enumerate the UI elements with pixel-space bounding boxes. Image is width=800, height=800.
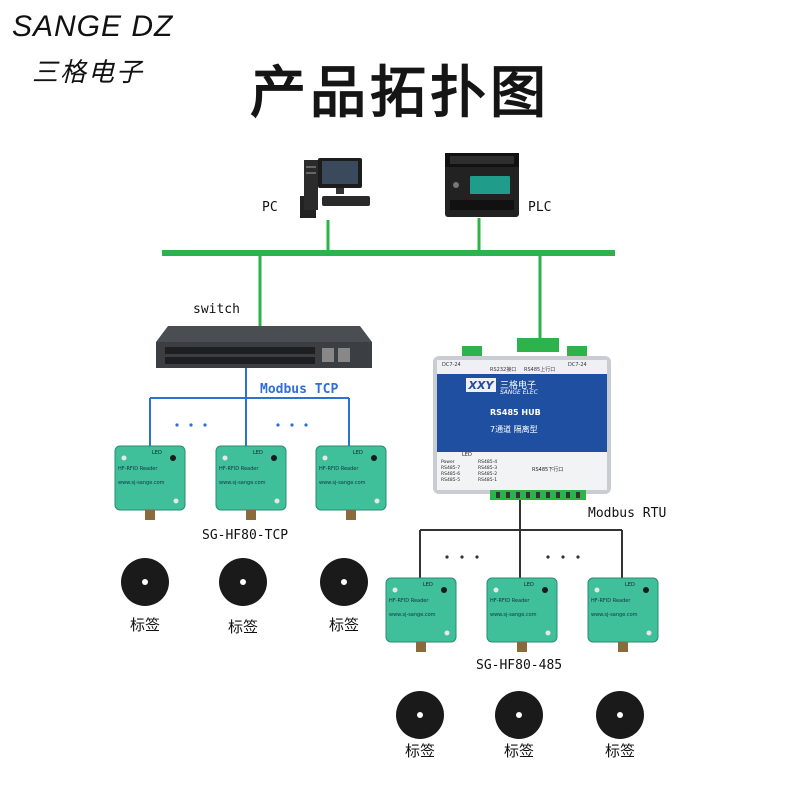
reader-led-label: LED (423, 582, 433, 588)
reader-led-label: LED (353, 450, 363, 456)
switch-device (156, 326, 372, 368)
tcp-ellipsis-left (175, 423, 207, 427)
hub-channels: 7通道 隔离型 (490, 425, 538, 434)
reader-subtitle: www.sj-sange.com (219, 480, 266, 486)
tag-label: 标签 (404, 742, 435, 760)
rfid-tag-2 (219, 558, 267, 606)
hub-name: RS485 HUB (490, 408, 541, 417)
reader-led-label: LED (625, 582, 635, 588)
reader-led-label: LED (524, 582, 534, 588)
page-title: 产品拓扑图 (250, 61, 550, 126)
reader-led-label: LED (152, 450, 162, 456)
reader-subtitle: www.sj-sange.com (591, 612, 638, 618)
reader-title: HF-RFID Reader (319, 466, 359, 472)
switch-label: switch (193, 302, 240, 317)
tag-label: 标签 (503, 742, 534, 760)
pc-label: PC (262, 200, 278, 215)
hub-logo-en: SANGE ELEC (500, 389, 538, 396)
rfid-tag-5 (495, 691, 543, 739)
pc-icon (300, 158, 370, 218)
hub-ports-label: RS485下行口 (532, 467, 564, 473)
hub-dc-left: DC7-24 (442, 362, 461, 368)
reader-title: HF-RFID Reader (490, 598, 530, 604)
reader-title: HF-RFID Reader (389, 598, 429, 604)
plc-label: PLC (528, 200, 552, 215)
rfid-tag-6 (596, 691, 644, 739)
reader-title: HF-RFID Reader (591, 598, 631, 604)
reader-tcp-3 (315, 445, 387, 520)
tag-label: 标签 (328, 616, 359, 634)
rfid-tag-4 (396, 691, 444, 739)
reader-tcp-1 (114, 445, 186, 520)
rs485-reader-model: SG-HF80-485 (476, 658, 563, 673)
brand-name: SANGE DZ (12, 10, 174, 43)
reader-subtitle: www.sj-sange.com (319, 480, 366, 486)
modbus-rtu-links (419, 500, 623, 580)
modbus-tcp-links (149, 368, 350, 448)
reader-led-label: LED (253, 450, 263, 456)
tag-label: 标签 (227, 618, 258, 636)
tcp-ellipsis-right (276, 423, 308, 427)
tag-label: 标签 (129, 616, 160, 634)
rs485-hub: XXY (433, 338, 611, 500)
reader-subtitle: www.sj-sange.com (490, 612, 537, 618)
reader-tcp-3-face: HF-RFID Reader www.sj-sange.com (319, 466, 383, 486)
hub-rs232-label: RS232接口 (490, 367, 517, 373)
brand-chinese-name: 三格电子 (32, 58, 145, 88)
rtu-ellipsis-left (445, 555, 479, 559)
modbus-tcp-label: Modbus TCP (260, 382, 339, 397)
rfid-tag-1 (121, 558, 169, 606)
reader-tcp-2 (215, 445, 287, 520)
plc-icon (445, 153, 519, 217)
hub-led-label: LED (462, 452, 472, 458)
reader-485-1-face: HF-RFID Reader www.sj-sange.com (389, 598, 453, 618)
hub-dc-right: DC7-24 (568, 362, 587, 368)
reader-tcp-1-face: HF-RFID Reader www.sj-sange.com (118, 466, 182, 486)
reader-485-3 (587, 577, 659, 652)
reader-subtitle: www.sj-sange.com (389, 612, 436, 618)
svg-text:XXY: XXY (468, 379, 495, 392)
hub-upstream-label: RS485上行口 (524, 367, 556, 373)
reader-485-3-face: HF-RFID Reader www.sj-sange.com (591, 598, 655, 618)
reader-title: HF-RFID Reader (219, 466, 259, 472)
hub-logo-cn: 三格电子 (500, 381, 537, 391)
reader-tcp-2-face: HF-RFID Reader www.sj-sange.com (219, 466, 283, 486)
tcp-reader-model: SG-HF80-TCP (202, 528, 289, 543)
reader-485-2-face: HF-RFID Reader www.sj-sange.com (490, 598, 554, 618)
reader-485-1 (385, 577, 457, 652)
rtu-ellipsis-right (546, 555, 580, 559)
reader-subtitle: www.sj-sange.com (118, 480, 165, 486)
tag-label: 标签 (604, 742, 635, 760)
modbus-rtu-label: Modbus RTU (588, 506, 667, 521)
reader-title: HF-RFID Reader (118, 466, 158, 472)
rfid-tag-3 (320, 558, 368, 606)
reader-485-2 (486, 577, 558, 652)
